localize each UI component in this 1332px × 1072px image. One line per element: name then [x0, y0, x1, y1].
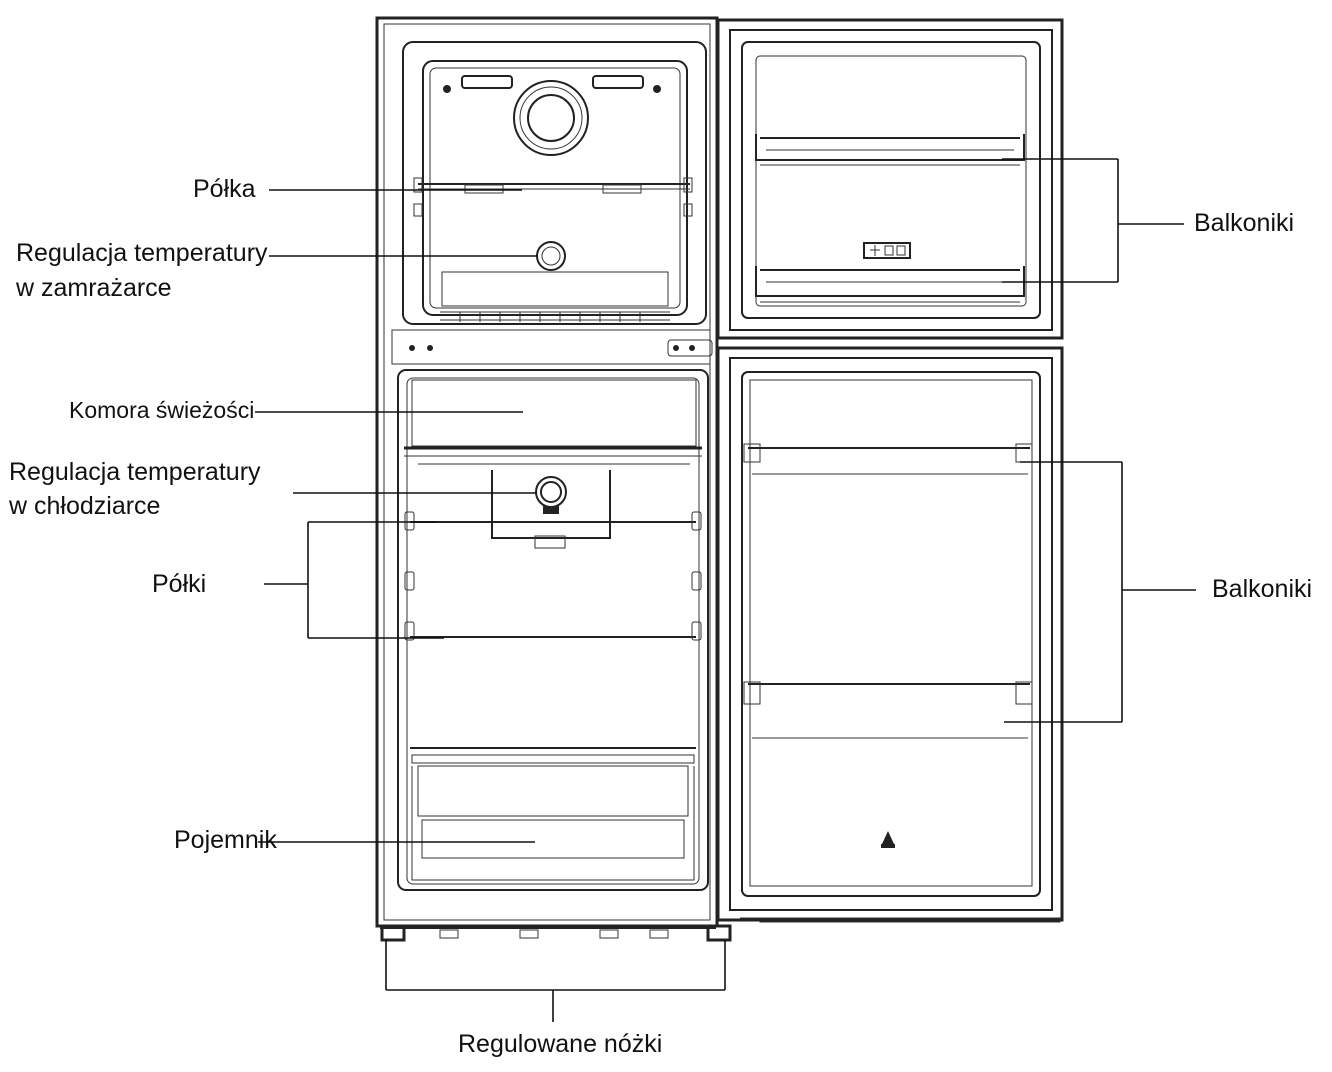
- freezer-door-frame: [716, 18, 1064, 340]
- freezer-door-gasket-inner: [741, 41, 1041, 319]
- label-balconies-top: Balkoniki: [1194, 209, 1294, 237]
- freezer-door-balcony-2: [755, 266, 1025, 303]
- fridge-door: [716, 346, 1064, 923]
- crisper-container: [410, 747, 696, 881]
- door-logo-icon: [881, 831, 895, 848]
- label-balconies-bottom: Balkoniki: [1212, 575, 1312, 603]
- fridge-compartment: [397, 369, 709, 891]
- freezer-shelf: [413, 177, 693, 217]
- foot-right: [706, 924, 732, 942]
- fridge-door-balcony-1: [743, 443, 1033, 475]
- labels: Półka Regulacja temperatury w zamrażarce…: [8, 175, 1312, 1058]
- cabinet-inner-outline: [383, 23, 711, 921]
- fresh-chamber: [404, 379, 702, 465]
- fridge-door-gasket-inner: [741, 371, 1041, 897]
- label-polki: Półki: [152, 570, 206, 598]
- freezer-door: [716, 18, 1064, 340]
- label-fresh-chamber: Komora świeżości: [69, 397, 254, 423]
- label-freezer-temp-line2: w zamrażarce: [15, 274, 172, 302]
- fridge-shelf-1: [404, 511, 702, 531]
- leader-balconies-bottom: [1004, 461, 1196, 723]
- freezer-vent-left: [461, 75, 513, 89]
- freezer-screw-right: [653, 85, 661, 93]
- freezer-screw-left: [443, 85, 451, 93]
- label-freezer-temp-line1: Regulacja temperatury: [16, 239, 268, 267]
- fridge-temperature-housing: [491, 470, 611, 549]
- leader-lines: [255, 158, 1196, 1022]
- freezer-bottom-tray: [441, 271, 669, 307]
- label-container: Pojemnik: [174, 826, 277, 854]
- foot-left: [380, 924, 406, 942]
- fridge-liner-inner: [406, 377, 700, 885]
- fridge-door-gasket-outer: [729, 357, 1053, 911]
- leader-feet: [385, 940, 726, 1022]
- freezer-door-panel: [755, 55, 1027, 307]
- freezer-liner-outer: [402, 41, 707, 325]
- fridge-temperature-knob-icon: [535, 476, 567, 514]
- compartment-divider: [391, 329, 713, 365]
- freezer-liner-inner-2: [429, 67, 681, 309]
- freezer-liner-inner: [422, 60, 688, 316]
- freezer-fan-icon: [513, 80, 589, 156]
- freezer-door-gasket-outer: [729, 29, 1053, 331]
- fridge-door-balcony-2: [743, 681, 1033, 739]
- label-polka: Półka: [193, 175, 256, 203]
- leader-balconies-top: [1002, 158, 1184, 283]
- label-fridge-temp-line2: w chłodziarce: [8, 492, 160, 520]
- door-snowflake-badge-icon: [863, 242, 911, 259]
- fridge-door-frame: [716, 346, 1064, 922]
- fridge-door-panel: [749, 379, 1033, 887]
- fridge-shelf-3: [404, 621, 702, 641]
- freezer-vent-right: [592, 75, 644, 89]
- freezer-door-balcony-1: [755, 134, 1025, 166]
- freezer-bottom-grille: [440, 311, 670, 322]
- leader-polki: [264, 521, 444, 639]
- freezer-compartment: [402, 41, 707, 325]
- cabinet-base: [380, 924, 732, 942]
- fridge-liner-outer: [397, 369, 709, 891]
- fridge-shelf-2: [404, 571, 702, 591]
- label-fridge-temp-line1: Regulacja temperatury: [9, 458, 261, 486]
- label-feet: Regulowane nóżki: [458, 1030, 662, 1058]
- freezer-temperature-knob-icon: [536, 241, 566, 271]
